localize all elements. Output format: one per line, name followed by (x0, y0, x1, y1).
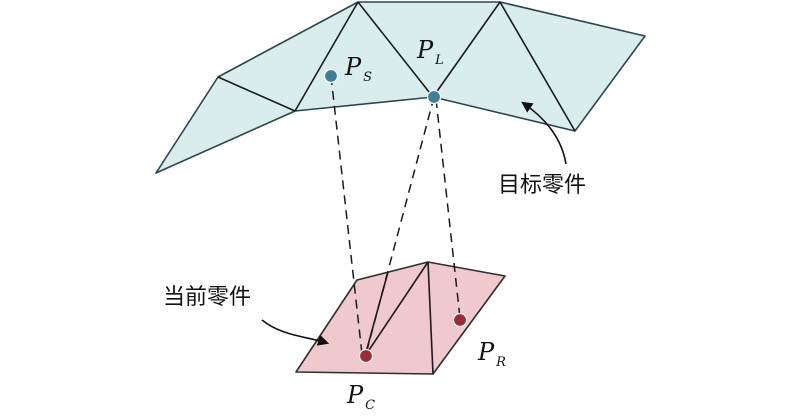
correspondence-lines (330, 75, 461, 355)
target-mesh-outline (155, 1, 646, 174)
current-part-mesh (295, 261, 506, 375)
target-mesh-edge (294, 1, 359, 112)
point-ps (323, 68, 339, 84)
target-part-mesh (155, 1, 646, 174)
target-mesh-edge (499, 1, 576, 132)
dashed-line-ps-pc (330, 75, 363, 355)
arrow-to-target-part (521, 101, 567, 165)
target-mesh-edge (357, 1, 434, 98)
point-pc (358, 348, 374, 364)
current-mesh-edge (427, 261, 434, 375)
point-pl (426, 89, 442, 105)
point-pr (452, 312, 468, 328)
caption-target-part: 目标零件 (498, 173, 586, 198)
arrow-to-current-part (261, 319, 330, 346)
target-mesh-edge (432, 1, 501, 98)
current-mesh-outline (295, 261, 506, 375)
target-mesh-edge (217, 76, 296, 112)
dashed-line-pl-pr (435, 98, 461, 319)
current-mesh-edge (364, 261, 429, 357)
caption-current-part: 当前零件 (163, 285, 251, 310)
